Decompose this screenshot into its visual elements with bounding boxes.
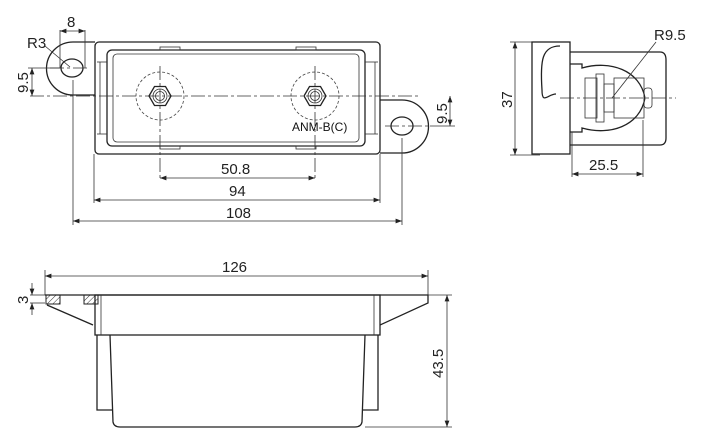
dim-right-offset: 9.5	[434, 103, 451, 124]
part-label: ANM-B(C)	[292, 120, 347, 134]
cover-inner	[112, 53, 360, 143]
dim-left-offset: 9.5	[15, 72, 32, 93]
dim-body-length: 94	[229, 183, 246, 200]
left-mounting-tab	[45, 41, 95, 96]
dim-overall-length: 126	[222, 259, 247, 276]
dim-cover-radius: R9.5	[654, 27, 686, 44]
base-outline	[94, 41, 381, 155]
dim-tab-radius: R3	[27, 35, 46, 52]
dim-depth: 25.5	[589, 157, 618, 174]
dim-height: 37	[499, 91, 516, 108]
top-view: ANM-B(C) 8 R3 9.5 9.5 50.8 94 108	[15, 14, 455, 225]
dim-tab-width: 8	[67, 14, 75, 31]
side-view: 37 R9.5 25.5	[499, 27, 686, 177]
front-view: 126 3 43.5	[15, 259, 452, 428]
stud-right	[290, 66, 340, 180]
dim-flange-thickness: 3	[15, 296, 32, 304]
dim-hole-spacing: 108	[226, 205, 251, 222]
dim-stud-spacing: 50.8	[221, 161, 250, 178]
right-mounting-tab	[380, 99, 430, 154]
cover-outline	[106, 49, 366, 147]
stud-left	[135, 66, 185, 180]
dim-overall-height: 43.5	[430, 349, 447, 378]
